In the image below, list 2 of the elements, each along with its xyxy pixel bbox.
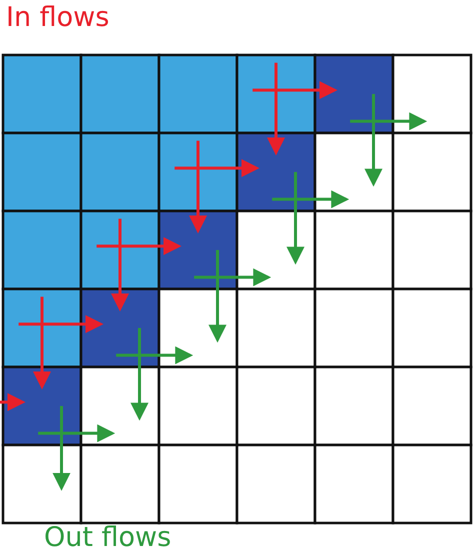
in-flows-heading: In flows bbox=[6, 2, 110, 34]
out-flows-heading: Out flows bbox=[44, 522, 172, 554]
